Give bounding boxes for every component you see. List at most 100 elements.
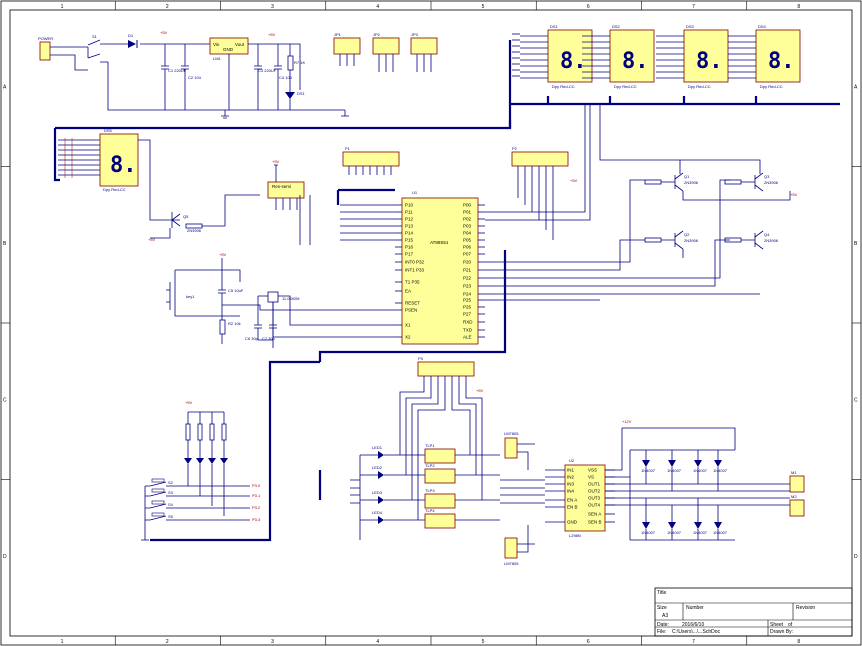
transistor-q5[interactable]: Q5 2N3906 +5V (148, 194, 260, 242)
bridge-diode-top (668, 460, 676, 467)
opto-4[interactable] (424, 513, 456, 529)
bridge-diode-bottom (642, 522, 650, 529)
row-label-right: D (854, 554, 858, 560)
reg-vout-pin: Vout (235, 42, 245, 47)
column-label-top: 1 (61, 4, 64, 10)
display-ds2-ref: DS2 (612, 24, 621, 29)
q4-ref: Q4 (764, 232, 770, 237)
mcu-left-pin: T1 P35 (405, 280, 420, 285)
column-label-top: 6 (587, 4, 590, 10)
reset-vcc: +5V (219, 252, 227, 257)
display-ds1[interactable] (547, 29, 593, 83)
opto-2[interactable] (424, 468, 456, 484)
connector-p1[interactable] (342, 151, 400, 167)
diode-bridge: 1N40071N40071N40071N40071N40071N40071N40… (629, 449, 735, 541)
transistor-q2[interactable] (661, 230, 684, 250)
mcu-body[interactable] (401, 197, 479, 345)
tb-sheet-of: of (788, 622, 793, 628)
bridge-diode-label: 1N4007 (713, 530, 728, 535)
cap4-label: C4 104 (279, 75, 293, 80)
aux-reg-2[interactable] (504, 537, 518, 559)
driver-right-pin: SEN B (588, 520, 602, 525)
key-S3[interactable] (145, 491, 250, 497)
display-ds5-glyph: 8. (110, 153, 137, 178)
column-label-bottom: 5 (482, 639, 485, 645)
p3-vcc: +5V (476, 388, 484, 393)
driver-left-pin: EN B (567, 505, 578, 510)
display-ds5[interactable] (99, 133, 139, 187)
q5-ref: Q5 (183, 214, 189, 219)
q1-part: 2N3906 (684, 180, 699, 185)
row-label-right: B (854, 241, 858, 247)
q3-part: 2N3906 (764, 180, 779, 185)
connector-jp2[interactable] (372, 37, 400, 55)
display-ds4-glyph: 8. (768, 49, 795, 74)
driver-part: L298N (569, 533, 581, 538)
bridge-diode-label: 1N4007 (667, 530, 682, 535)
driver-right-pin: VS (588, 475, 594, 480)
connector-p2[interactable] (511, 151, 569, 167)
row-label-right: A (854, 84, 858, 90)
mcu-right-pin: P22 (463, 276, 472, 281)
opto-3[interactable] (424, 493, 456, 509)
aux-regulators: LM7805 LM7805 (504, 431, 535, 566)
display-ds3-glyph: 8. (696, 49, 723, 74)
c6-label: C6 30p (245, 336, 259, 341)
key-S5[interactable] (145, 515, 250, 521)
connector-jp1[interactable] (333, 37, 361, 55)
bridge-diode-top (714, 460, 722, 467)
display-ds1-ref: DS1 (550, 24, 559, 29)
transistor-q3[interactable] (741, 172, 764, 192)
header-p3: P3 +5V (399, 356, 484, 520)
jp3-label: JP3 (411, 32, 419, 37)
power-connector[interactable] (39, 41, 51, 61)
display-ds4[interactable] (755, 29, 801, 83)
key-led-symbol (220, 458, 228, 464)
column-label-bottom: 7 (692, 639, 695, 645)
res-semi-network[interactable] (267, 181, 305, 199)
q-vcc: +5V (790, 192, 798, 197)
power-switch[interactable] (87, 39, 108, 63)
driver-left-pin: IN2 (567, 475, 575, 480)
column-label-bottom: 3 (271, 639, 274, 645)
switch-label: S1 (92, 34, 98, 39)
reset-key[interactable] (166, 282, 171, 310)
q1-ref: Q1 (684, 174, 690, 179)
led-4-label: LED4 (372, 510, 383, 515)
reg-gnd-pin: GND (223, 47, 234, 52)
mcu-left-pin: INT0 P32 (405, 260, 425, 265)
bridge-diode-top (694, 460, 702, 467)
transistor-q1[interactable] (661, 172, 684, 192)
driver-left-pin: IN1 (567, 468, 575, 473)
column-label-top: 7 (692, 4, 695, 10)
key-label: S3 (168, 490, 174, 495)
connector-p3[interactable] (417, 361, 475, 377)
key-S2[interactable] (145, 481, 250, 487)
display-ds1-part: Dpy Red-CC (552, 84, 575, 89)
motor-m2[interactable] (789, 499, 805, 517)
display-ds2[interactable] (609, 29, 655, 83)
title-block: Title Size A3 Number Revision Date: 2016… (654, 587, 853, 637)
motor-m1[interactable] (789, 475, 805, 493)
vin-net-label: +5V (160, 30, 168, 35)
mcu-left-pin: P14 (405, 231, 414, 236)
aux-reg-1[interactable] (504, 437, 518, 459)
connector-jp3[interactable] (410, 37, 438, 55)
jp2-label: JP2 (373, 32, 381, 37)
driver-left-pin: IN3 (567, 482, 575, 487)
display-ds3[interactable] (683, 29, 729, 83)
key-S4[interactable] (145, 503, 250, 509)
column-label-top: 4 (376, 4, 379, 10)
display-ds3-part: Dpy Red-CC (688, 84, 711, 89)
column-label-top: 8 (797, 4, 800, 10)
tb-size-label: Size (657, 605, 667, 611)
mcu-right-pin: P26 (463, 305, 472, 310)
reset-cap-label: C5 10uF (228, 288, 244, 293)
opto-1[interactable] (424, 448, 456, 464)
transistor-q4[interactable] (741, 230, 764, 250)
